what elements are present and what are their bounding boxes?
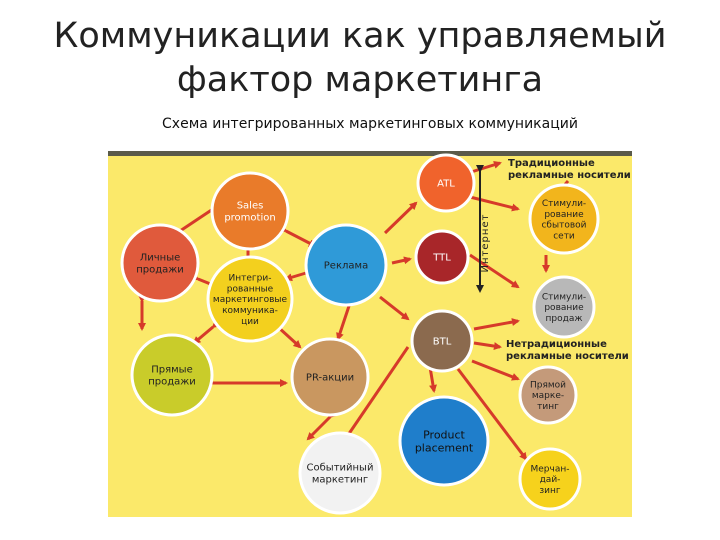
event-marketing-circle [298, 431, 382, 515]
arrow-btl-direct-marketing [471, 359, 520, 381]
btl-label-line: BTL [433, 337, 452, 348]
nontraditional-line-2: рекламные носители [506, 351, 629, 362]
traditional-line-2: рекламные носители [508, 170, 631, 181]
direct-sales-circle [130, 333, 214, 417]
integrated-label-line: коммуника- [222, 306, 278, 316]
product-placement-label-line: placement [415, 441, 474, 454]
title-line-1: Коммуникации как управляемый [53, 16, 667, 56]
merchandising-label-line: дай- [540, 475, 561, 485]
integrated-label-line: рованные [227, 284, 274, 294]
arrow-integrated-pr [270, 320, 302, 349]
title-line-2: фактор маркетинга [176, 60, 544, 100]
nontraditional-line-1: Нетрадиционные [506, 339, 607, 350]
personal-selling-circle [120, 223, 200, 303]
merchandising-circle [518, 447, 582, 511]
page-title: Коммуникации как управляемый фактор марк… [0, 14, 720, 102]
arrow-btl-sales [473, 318, 520, 331]
trade-stimulation-circle [528, 183, 600, 255]
traditional-line-1: Традиционные [508, 158, 595, 169]
atl-label-line: ATL [437, 179, 455, 190]
sales-stimulation-circle [532, 275, 596, 339]
arrow-atl-traditional [467, 160, 502, 175]
node-ttl: TTL [414, 229, 470, 285]
event-marketing-label-line: Событийный [307, 463, 374, 474]
subtitle: Схема интегрированных маркетинговых комм… [162, 116, 578, 132]
nontraditional-media-label: Нетрадиционные рекламные носители [506, 339, 629, 362]
direct-marketing-label-line: тинг [537, 402, 559, 412]
direct-marketing-circle [518, 365, 578, 425]
node-integrated-communications: Интегри-рованныемаркетинговыекоммуника-ц… [206, 255, 294, 343]
arrow-btl-event [342, 346, 410, 443]
direct-marketing-label-line: марке- [532, 391, 564, 401]
arrow-adv-atl [383, 201, 418, 235]
arrow-adv-pr [336, 296, 356, 341]
sales-stimulation-label-line: продаж [546, 314, 583, 324]
integrated-label-line: Интегри- [229, 274, 272, 284]
direct-sales-label-line: Прямые [151, 365, 192, 376]
arrow-sp-adv [278, 224, 317, 248]
ttl-label-line: TTL [432, 253, 451, 264]
trade-stimulation-label-line: рование [544, 210, 584, 220]
sales-promotion-label-line: promotion [224, 213, 275, 224]
sales-promotion-label-line: Sales [237, 201, 264, 212]
arrow-btl-product [428, 366, 437, 393]
node-advertising: Реклама [304, 223, 388, 307]
product-placement-label-line: Product [423, 428, 465, 441]
sales-promotion-circle [210, 171, 290, 251]
arrow-adv-ttl [391, 256, 412, 265]
arrow-btl-nontraditional [473, 341, 502, 351]
direct-sales-label-line: продажи [148, 377, 196, 388]
trade-stimulation-label-line: сети [553, 231, 575, 241]
advertising-label-line: Реклама [324, 261, 368, 272]
arrow-pr-event [306, 409, 338, 441]
product-placement-circle [398, 395, 490, 487]
arrow-adv-btl [379, 295, 410, 321]
integrated-label-line: маркетинговые [213, 295, 288, 305]
trade-stimulation-label-line: Стимули- [542, 199, 586, 209]
pr-label-line: PR-акции [306, 373, 354, 384]
node-merchandising: Мерчан-дай-зинг [518, 447, 582, 511]
merchandising-label-line: зинг [539, 486, 561, 496]
event-marketing-label-line: маркетинг [312, 475, 368, 486]
arrow-adv-integrated [284, 267, 313, 282]
integrated-circle [206, 255, 294, 343]
connection-arrows [138, 160, 570, 461]
advertising-circle [304, 223, 388, 307]
node-atl: ATL [416, 153, 476, 213]
traditional-media-label: Традиционные рекламные носители [508, 158, 631, 181]
trade-stimulation-label-line: сбытовой [541, 221, 586, 231]
integrated-label-line: ции [241, 317, 259, 327]
atl-circle [416, 153, 476, 213]
merchandising-label-line: Мерчан- [531, 464, 570, 474]
sales-stimulation-label-line: Стимули- [542, 292, 586, 302]
node-btl: BTL [410, 309, 474, 373]
personal-selling-label-line: Личные [140, 253, 181, 264]
arrow-btl-merch [456, 368, 528, 461]
direct-marketing-label-line: Прямой [530, 380, 566, 390]
ttl-circle [414, 229, 470, 285]
personal-selling-label-line: продажи [136, 265, 184, 276]
pr-circle [290, 337, 370, 417]
diagram-top-border [108, 151, 632, 156]
sales-stimulation-label-line: рование [544, 303, 584, 313]
node-pr: PR-акции [290, 337, 370, 417]
arrow-integrated-direct [192, 320, 221, 345]
internet-label: Интернет [480, 214, 491, 273]
btl-circle [410, 309, 474, 373]
